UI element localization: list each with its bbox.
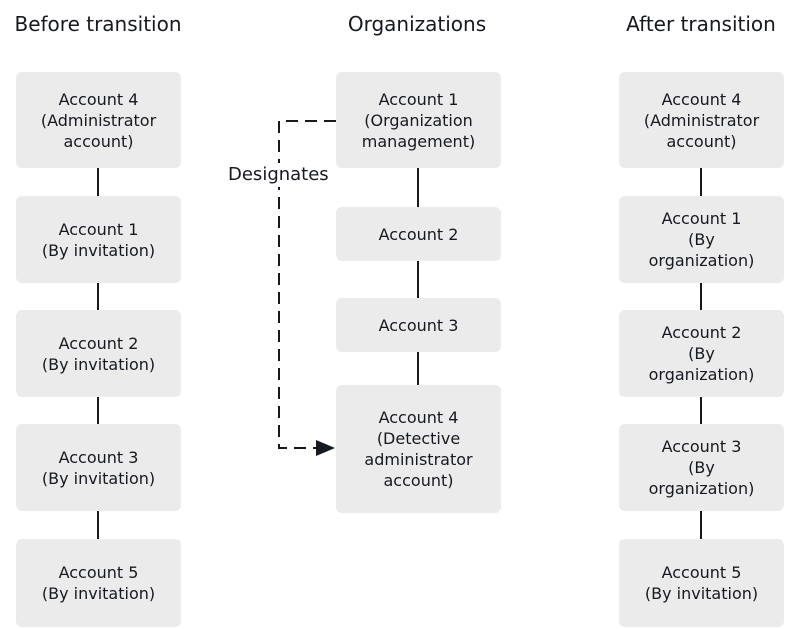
before-box-account-3: Account 3 (By invitation) xyxy=(16,424,181,511)
after-box-account-4: Account 4 (Administrator account) xyxy=(619,72,784,168)
box-line: Account 2 xyxy=(661,323,742,342)
arrowhead-icon xyxy=(316,440,335,456)
after-box-account-5: Account 5 (By invitation) xyxy=(619,539,784,627)
box-line: (By invitation) xyxy=(41,584,156,603)
box-line: (By xyxy=(688,458,715,477)
box-line: (Administrator xyxy=(40,110,157,130)
org-box-account-3: Account 3 xyxy=(336,298,501,352)
box-line: Account 1 xyxy=(378,89,459,109)
box-line: (Organization xyxy=(364,110,473,130)
box-line: (By invitation) xyxy=(41,468,156,488)
box-line: (By invitation) xyxy=(644,584,759,603)
box-line: Account 5 xyxy=(661,563,742,582)
connector-line xyxy=(97,397,99,424)
box-line: organization) xyxy=(648,479,755,498)
connector-line xyxy=(97,168,99,196)
after-box-account-3: Account 3 (By organization) xyxy=(619,424,784,511)
box-line: (Administrator xyxy=(643,110,760,130)
after-transition-title: After transition xyxy=(626,12,776,36)
box-line: Account 4 xyxy=(661,89,742,109)
organizations-title: Organizations xyxy=(347,12,487,36)
org-box-account-4: Account 4 (Detective administrator accou… xyxy=(336,385,501,513)
connector-line xyxy=(97,511,99,539)
box-line: Account 3 xyxy=(58,447,139,467)
connector-line xyxy=(700,283,702,310)
connector-line xyxy=(417,352,419,385)
box-line: Account 1 xyxy=(661,209,742,228)
connector-line xyxy=(417,261,419,298)
box-line: (By xyxy=(688,344,715,363)
box-line: organization) xyxy=(648,251,755,270)
box-line: Account 3 xyxy=(378,315,459,335)
org-box-account-1: Account 1 (Organization management) xyxy=(336,72,501,168)
box-line: management) xyxy=(361,131,476,151)
before-box-account-2: Account 2 (By invitation) xyxy=(16,310,181,397)
after-box-account-2: Account 2 (By organization) xyxy=(619,310,784,397)
box-line: Account 3 xyxy=(661,437,742,456)
box-line: Account 2 xyxy=(58,333,139,353)
org-box-account-2: Account 2 xyxy=(336,207,501,261)
connector-line xyxy=(700,511,702,539)
connector-line xyxy=(97,283,99,310)
box-line: Account 4 xyxy=(58,89,139,109)
box-line: (Detective xyxy=(376,429,461,448)
before-transition-title: Before transition xyxy=(14,12,182,36)
box-line: (By invitation) xyxy=(41,354,156,374)
after-box-account-1: Account 1 (By organization) xyxy=(619,196,784,283)
box-line: (By xyxy=(688,230,715,249)
box-line: organization) xyxy=(648,365,755,384)
box-line: account) xyxy=(666,131,737,151)
before-box-account-5: Account 5 (By invitation) xyxy=(16,539,181,627)
connector-line xyxy=(700,397,702,424)
before-box-account-1: Account 1 (By invitation) xyxy=(16,196,181,283)
before-box-account-4: Account 4 (Administrator account) xyxy=(16,72,181,168)
box-line: (By invitation) xyxy=(41,240,156,260)
box-line: Account 2 xyxy=(378,224,459,244)
connector-line xyxy=(417,168,419,207)
designates-dashed-line xyxy=(278,120,336,449)
box-line: Account 4 xyxy=(378,408,459,427)
box-line: account) xyxy=(383,471,454,490)
connector-line xyxy=(700,168,702,196)
box-line: account) xyxy=(63,131,134,151)
designates-label: Designates xyxy=(226,163,331,187)
box-line: administrator xyxy=(364,450,473,469)
box-line: Account 5 xyxy=(58,563,139,582)
box-line: Account 1 xyxy=(58,219,139,239)
